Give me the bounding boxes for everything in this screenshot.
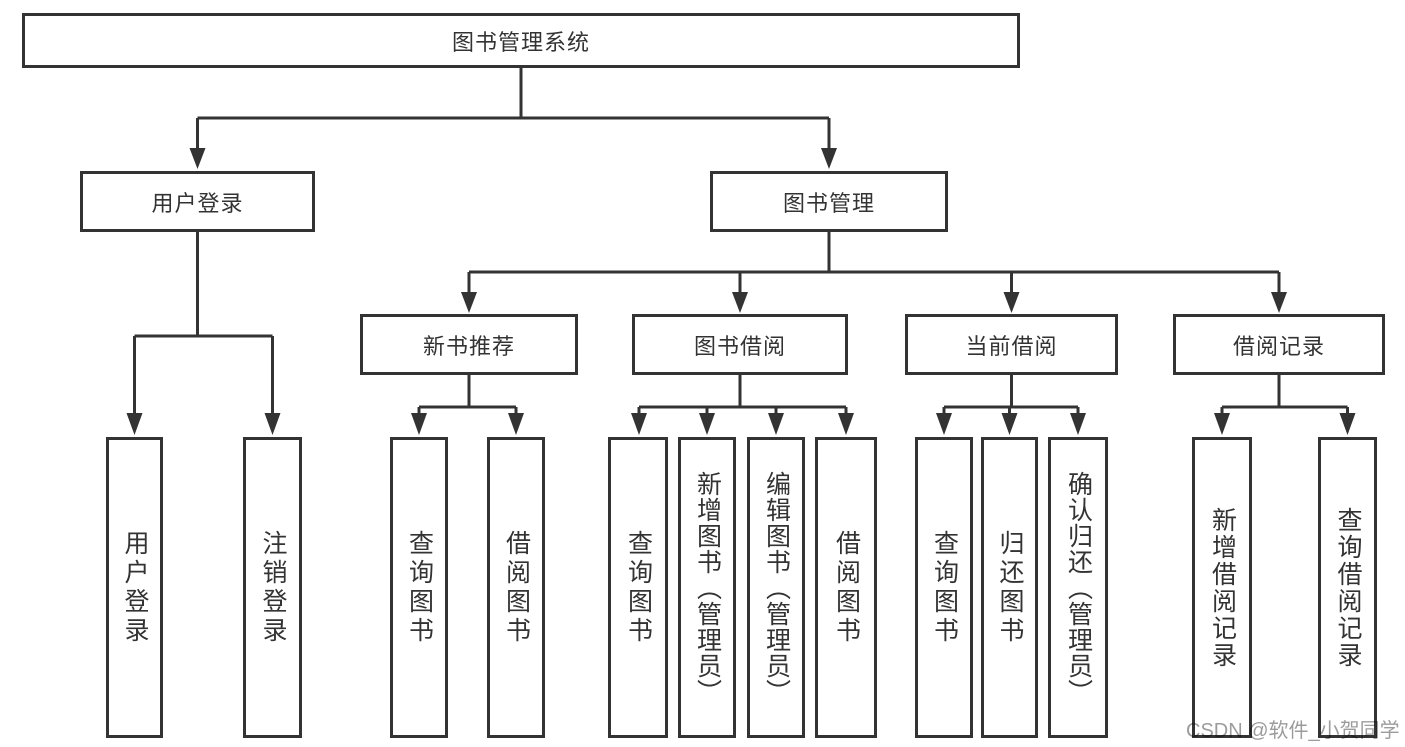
leaf-label: 新增借阅记录 [1208, 506, 1237, 669]
leaf-query-book-1: 查询图书 [390, 437, 448, 738]
connector-book-borrow-split [637, 375, 848, 416]
leaf-label: 查询图书 [624, 529, 653, 646]
node-label: 当前借阅 [965, 333, 1058, 359]
leaf-add-borrow-record: 新增借阅记录 [1192, 437, 1252, 738]
leaf-label: 确认归还（管理员） [1064, 470, 1093, 705]
leaf-query-book-3: 查询图书 [915, 437, 973, 738]
node-user-login: 用户登录 [80, 171, 315, 232]
leaf-confirm-return-admin: 确认归还（管理员） [1048, 437, 1108, 738]
node-label: 借阅记录 [1232, 333, 1325, 359]
leaf-label: 借阅图书 [502, 529, 531, 646]
leaf-label: 查询借阅记录 [1334, 506, 1362, 669]
leaf-label: 借阅图书 [832, 529, 861, 646]
node-current-borrow: 当前借阅 [905, 314, 1118, 375]
leaf-edit-book-admin: 编辑图书（管理员） [747, 437, 805, 738]
node-library-management-system: 图书管理系统 [22, 13, 1020, 68]
leaf-label: 查询图书 [930, 529, 959, 646]
node-borrow-record: 借阅记录 [1173, 314, 1385, 375]
node-label: 新书推荐 [422, 333, 515, 359]
leaf-query-borrow-record: 查询借阅记录 [1318, 437, 1377, 738]
connector-root-split [196, 68, 831, 150]
leaf-user-login: 用户登录 [106, 437, 163, 738]
node-book-borrow: 图书借阅 [632, 314, 848, 375]
leaf-add-book-admin: 新增图书（管理员） [678, 437, 736, 738]
leaf-query-book-2: 查询图书 [608, 437, 668, 738]
connector-new-book-split [417, 375, 518, 416]
leaf-label: 查询图书 [405, 529, 434, 646]
node-book-management: 图书管理 [710, 171, 948, 232]
connector-book-management-split [467, 232, 1281, 294]
leaf-borrow-book-1: 借阅图书 [487, 437, 545, 738]
arrowheads [126, 148, 1356, 435]
leaf-label: 新增图书（管理员） [693, 470, 722, 705]
leaf-return-book: 归还图书 [981, 437, 1038, 738]
node-label: 图书借阅 [693, 333, 786, 359]
node-label: 用户登录 [151, 190, 244, 216]
node-new-book-recommend: 新书推荐 [360, 314, 578, 375]
leaf-label: 归还图书 [996, 529, 1024, 646]
leaf-label: 编辑图书（管理员） [762, 470, 791, 705]
csdn-watermark: CSDN @软件_小贺同学 [1186, 720, 1400, 742]
connector-current-borrow-split [942, 375, 1080, 416]
node-label: 图书管理 [782, 190, 875, 216]
connector-user-login-split [133, 232, 274, 416]
node-label: 图书管理系统 [451, 29, 590, 55]
connector-borrow-record-split [1220, 375, 1349, 416]
leaf-logout: 注销登录 [243, 437, 302, 738]
leaf-label: 用户登录 [121, 529, 149, 646]
leaf-borrow-book-2: 借阅图书 [815, 437, 877, 738]
leaf-label: 注销登录 [259, 529, 287, 646]
